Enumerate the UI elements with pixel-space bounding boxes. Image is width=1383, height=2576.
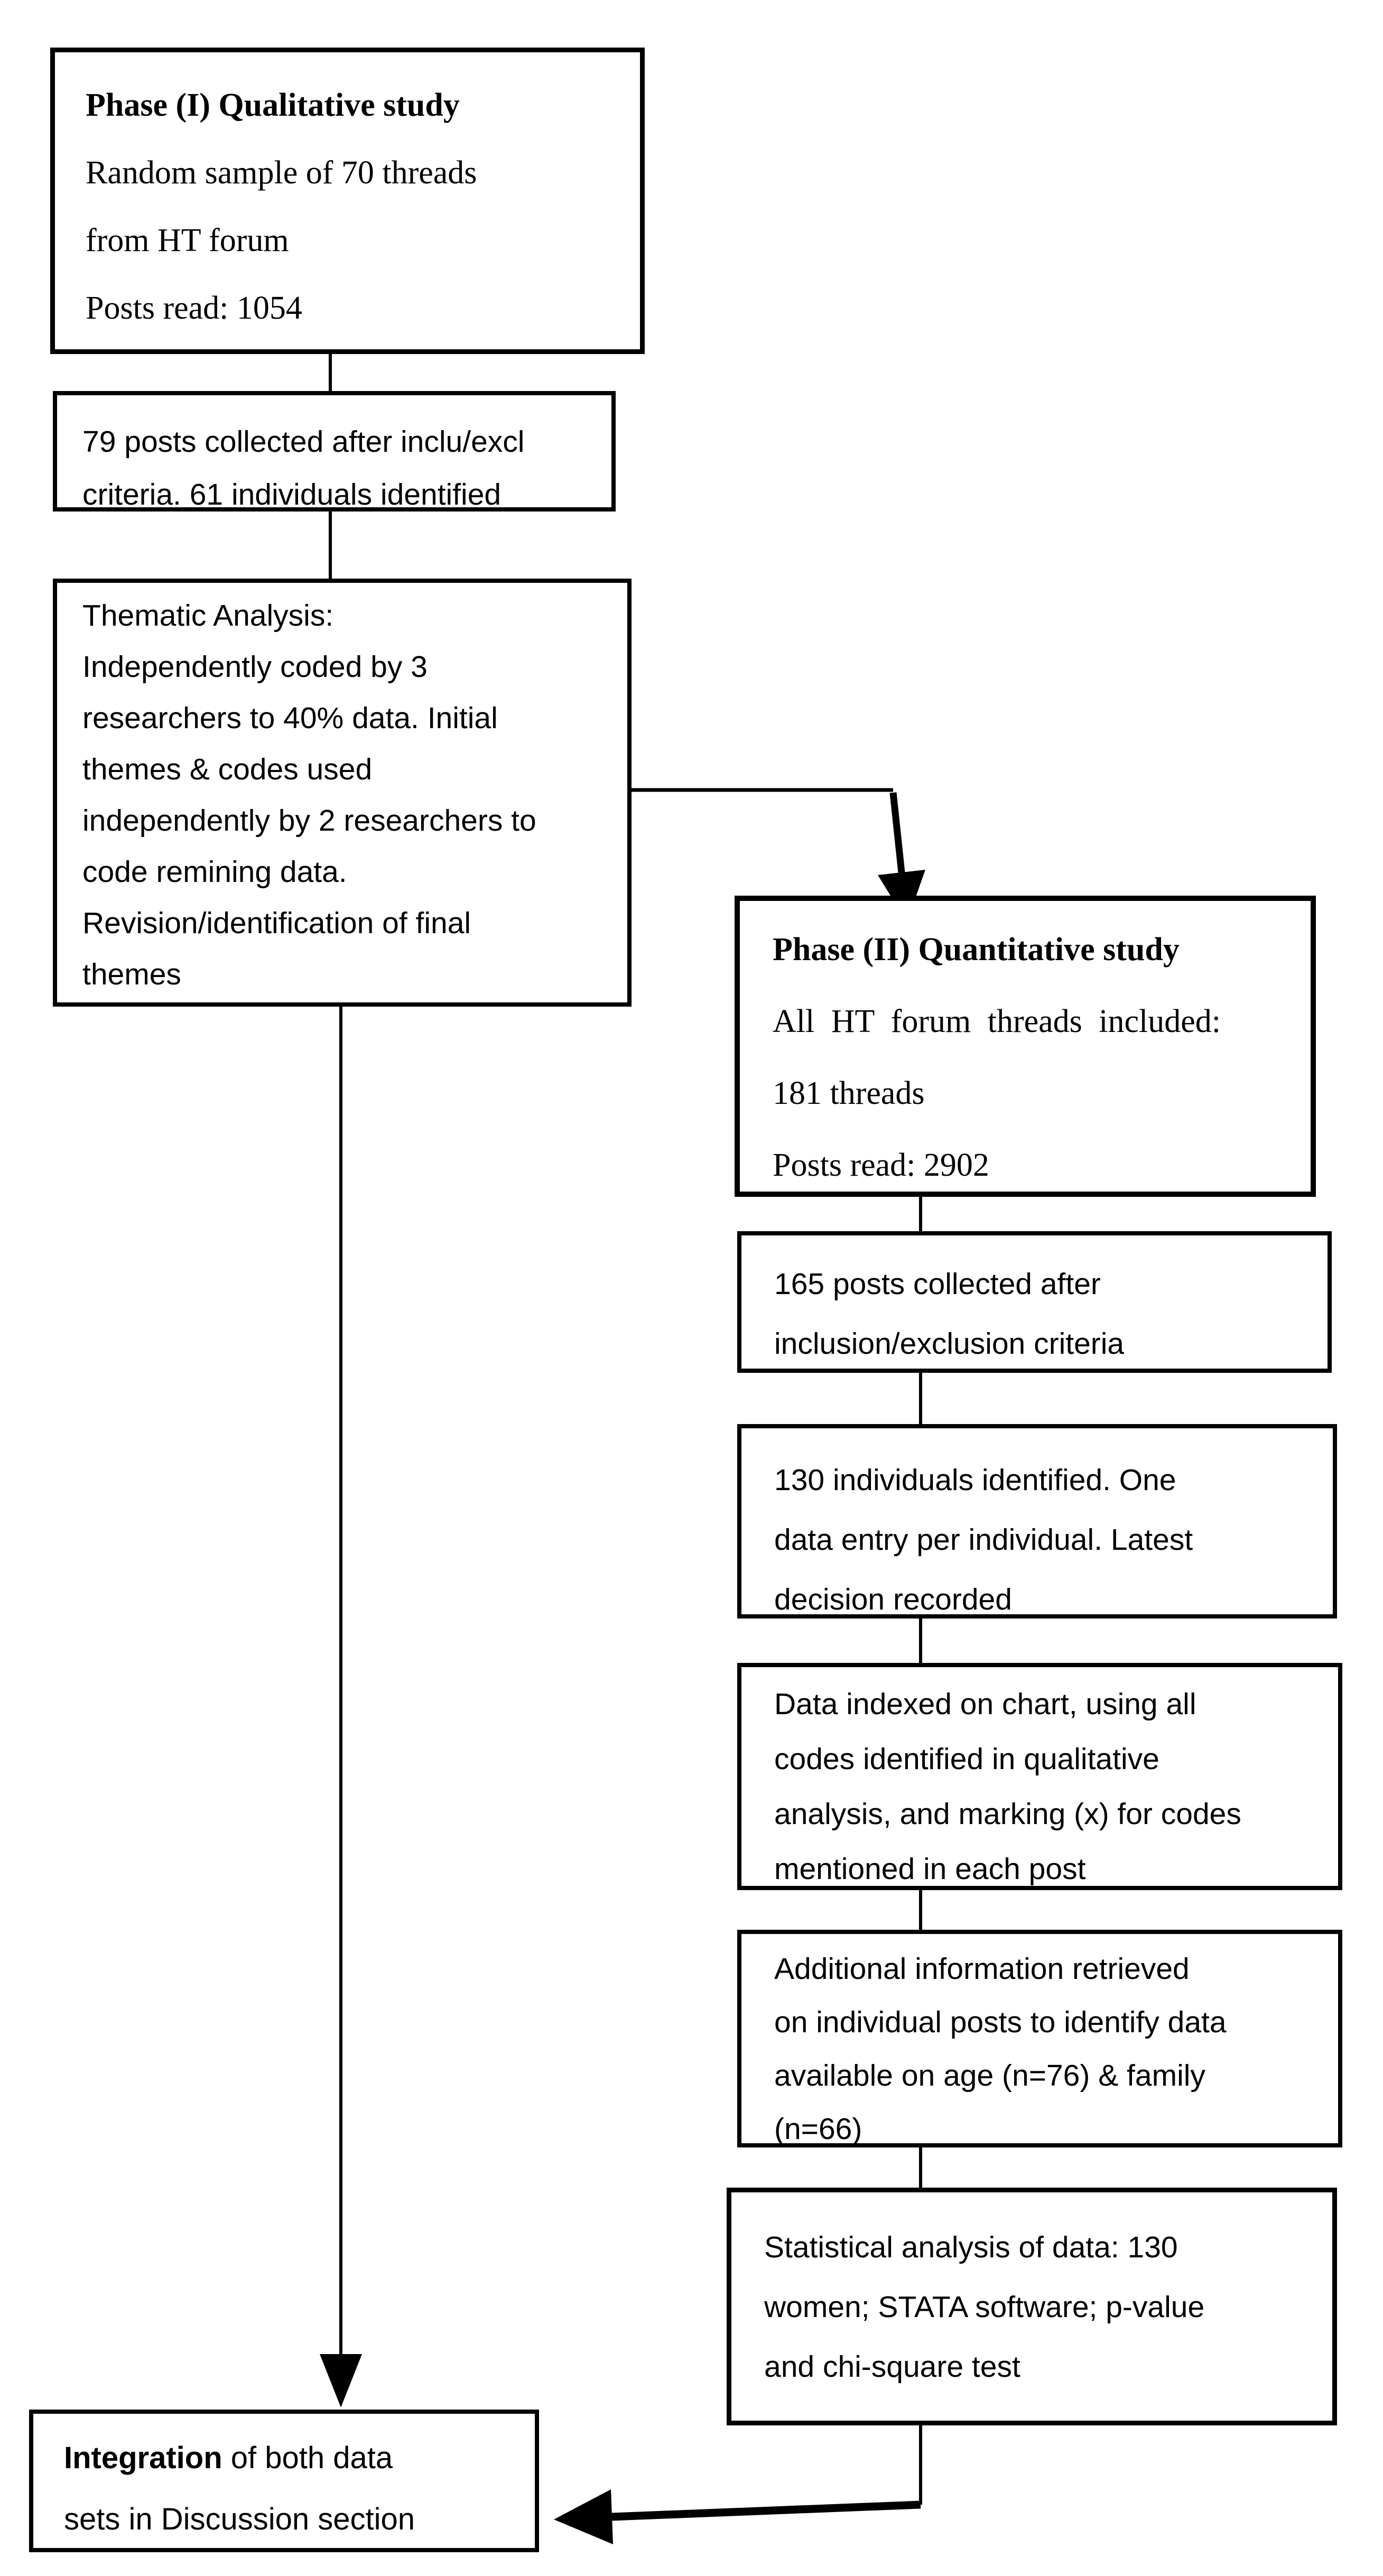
- indexed-line: codes identified in qualitative: [774, 1742, 1159, 1776]
- phase1-title: Phase (I) Qualitative study: [86, 87, 460, 123]
- integration-line: sets in Discussion section: [64, 2502, 415, 2536]
- thematic-analysis-box: Thematic Analysis: Independently coded b…: [53, 579, 632, 1007]
- statistical-line: and chi-square test: [764, 2350, 1020, 2384]
- arrowhead-into-integration-top: [320, 2354, 362, 2407]
- additional-line: Additional information retrieved: [774, 1952, 1190, 1986]
- phase2-line: Posts read: 2902: [773, 1147, 989, 1183]
- posts79-line: criteria. 61 individuals identified: [82, 478, 502, 512]
- phase1-qualitative-box: Phase (I) Qualitative study Random sampl…: [50, 48, 645, 354]
- thematic-line: themes: [82, 957, 181, 991]
- additional-line: on individual posts to identify data: [774, 2005, 1227, 2039]
- thematic-line: Independently coded by 3: [82, 650, 428, 684]
- posts79-line: 79 posts collected after inclu/excl: [82, 425, 525, 459]
- additional-info-box: Additional information retrieved on indi…: [737, 1930, 1342, 2147]
- phase2-line: All HT forum threads included:: [773, 1003, 1221, 1039]
- phase2-quantitative-box: Phase (II) Quantitative study All HT for…: [735, 896, 1316, 1197]
- thematic-line: Thematic Analysis:: [82, 599, 334, 633]
- statistical-analysis-box: Statistical analysis of data: 130 women;…: [727, 2188, 1337, 2425]
- connector-thematic-phase2-shaft: [889, 792, 905, 873]
- thematic-line: independently by 2 researchers to: [82, 804, 536, 838]
- thematic-line: themes & codes used: [82, 752, 373, 786]
- integration-box: Integration of both data sets in Discuss…: [29, 2410, 539, 2552]
- data-indexed-box: Data indexed on chart, using all codes i…: [737, 1663, 1342, 1890]
- individuals130-line: 130 individuals identified. One: [774, 1463, 1176, 1497]
- integration-line1-rest: of both data: [222, 2441, 393, 2475]
- individuals130-line: decision recorded: [774, 1583, 1012, 1616]
- posts165-box: 165 posts collected after inclusion/excl…: [737, 1231, 1332, 1373]
- additional-line: available on age (n=76) & family: [774, 2059, 1205, 2093]
- thematic-line: Revision/identification of final: [82, 906, 471, 940]
- indexed-line: Data indexed on chart, using all: [774, 1687, 1196, 1721]
- statistical-line: women; STATA software; p-value: [764, 2290, 1205, 2324]
- thematic-line: code remining data.: [82, 855, 347, 889]
- posts79-box: 79 posts collected after inclu/excl crit…: [53, 391, 616, 512]
- integration-bold-word: Integration: [64, 2441, 222, 2475]
- additional-line: (n=66): [774, 2112, 862, 2146]
- connector-statistical-integration-shaft: [611, 2500, 921, 2521]
- arrowhead-into-integration-right: [554, 2489, 613, 2544]
- indexed-line: mentioned in each post: [774, 1852, 1086, 1886]
- phase1-line: Random sample of 70 threads: [86, 155, 477, 191]
- phase1-line: Posts read: 1054: [86, 290, 302, 326]
- individuals130-line: data entry per individual. Latest: [774, 1523, 1193, 1557]
- indexed-line: analysis, and marking (x) for codes: [774, 1797, 1241, 1831]
- individuals130-box: 130 individuals identified. One data ent…: [737, 1424, 1337, 1619]
- statistical-line: Statistical analysis of data: 130: [764, 2230, 1178, 2264]
- phase2-title: Phase (II) Quantitative study: [773, 932, 1180, 968]
- posts165-line: 165 posts collected after: [774, 1267, 1101, 1301]
- thematic-line: researchers to 40% data. Initial: [82, 701, 498, 735]
- posts165-line: inclusion/exclusion criteria: [774, 1327, 1125, 1361]
- phase1-line: from HT forum: [86, 222, 289, 258]
- integration-line: Integration of both data: [64, 2428, 524, 2489]
- phase2-line: 181 threads: [773, 1075, 925, 1111]
